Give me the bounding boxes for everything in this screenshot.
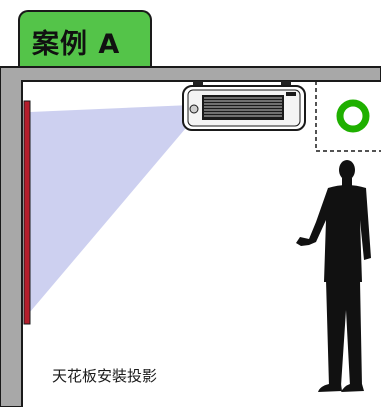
projection-beam bbox=[30, 105, 191, 312]
case-tab bbox=[18, 10, 152, 70]
ceiling-projector-icon bbox=[182, 81, 306, 131]
standing-person-icon bbox=[296, 160, 371, 392]
status-frame bbox=[315, 81, 381, 152]
green-circle-icon bbox=[336, 99, 370, 133]
room-walls bbox=[0, 66, 381, 407]
caption: 天花板安裝投影 bbox=[52, 367, 158, 385]
projection-screen bbox=[23, 100, 31, 325]
case-tab-label: 案例 A bbox=[32, 29, 121, 60]
